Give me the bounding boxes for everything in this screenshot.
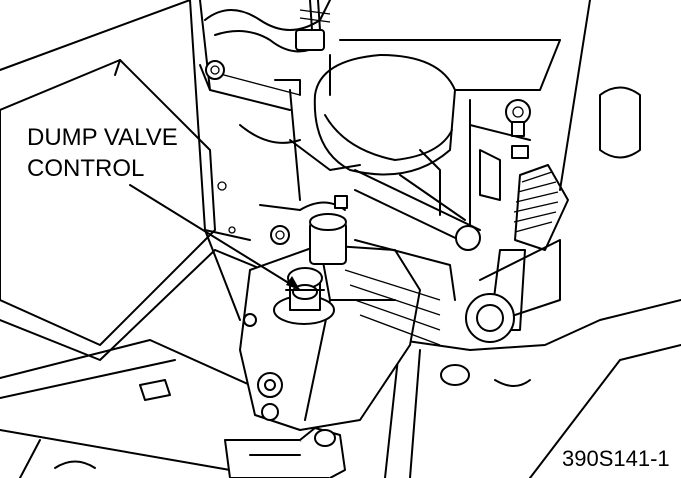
upper-components — [204, 0, 331, 96]
frame-rails — [189, 0, 301, 321]
callout-label-line1: DUMP VALVE — [27, 124, 178, 151]
valve-fitting — [259, 195, 481, 265]
misc-details — [217, 124, 361, 234]
right-assembly — [399, 0, 641, 226]
spring-assembly — [465, 164, 569, 343]
callout-leader — [129, 184, 301, 291]
figure-id-label: 390S141-1 — [562, 446, 670, 471]
linkage-rod-end — [224, 427, 346, 478]
callout-label-line2: CONTROL — [27, 155, 145, 182]
dump-valve-body — [239, 239, 456, 431]
dump-valve-control-nut — [273, 267, 335, 325]
floor-plate — [0, 339, 251, 478]
filter-canister — [313, 39, 561, 176]
bracket-plate — [354, 169, 681, 478]
